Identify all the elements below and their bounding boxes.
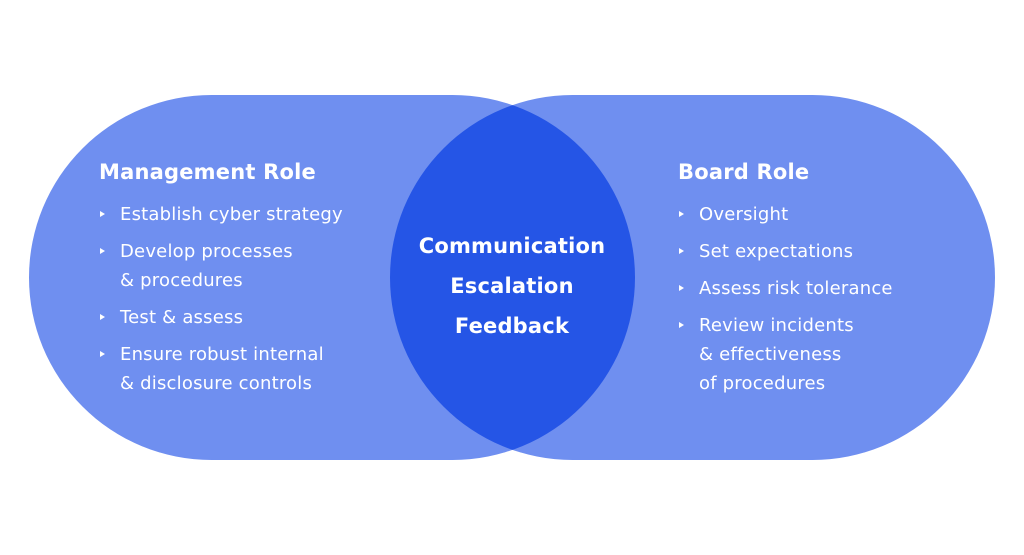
center-word-communication: Communication	[418, 234, 606, 258]
management-role-panel: Management Role Establish cyber strategy…	[99, 160, 343, 406]
center-word-escalation: Escalation	[450, 274, 574, 298]
management-item-text: Ensure robust internal	[120, 344, 324, 365]
board-item-text: Set expectations	[699, 241, 854, 262]
triangle-right-icon	[679, 322, 684, 328]
board-item-text: Oversight	[699, 204, 789, 225]
center-word-feedback: Feedback	[454, 314, 570, 338]
board-list-item: Assess risk tolerance	[678, 274, 893, 303]
board-item-text: & effectiveness	[699, 344, 842, 365]
management-list-item: Ensure robust internal & disclosure contr…	[99, 340, 343, 398]
management-role-title: Management Role	[99, 160, 316, 184]
board-list-item: Review incidents & effectiveness of proced…	[678, 311, 893, 398]
overlap-label-group: Communication Escalation Feedback	[392, 226, 632, 346]
board-list-item: Oversight	[678, 200, 893, 229]
board-item-text: Assess risk tolerance	[699, 278, 893, 299]
board-role-title: Board Role	[678, 160, 810, 184]
triangle-right-icon	[679, 285, 684, 291]
management-item-text: Test & assess	[120, 307, 244, 328]
board-list-item: Set expectations	[678, 237, 893, 266]
management-list-item: Develop processes & procedures	[99, 237, 343, 295]
triangle-right-icon	[100, 211, 105, 217]
management-item-text: & disclosure controls	[120, 373, 313, 394]
overlap-region-shape	[390, 95, 635, 460]
triangle-right-icon	[100, 351, 105, 357]
management-list-item: Establish cyber strategy	[99, 200, 343, 229]
management-item-text: Establish cyber strategy	[120, 204, 343, 225]
triangle-right-icon	[100, 314, 105, 320]
board-item-text: of procedures	[699, 373, 826, 394]
management-item-text: & procedures	[120, 270, 243, 291]
board-item-text: Review incidents	[699, 315, 854, 336]
management-item-text: Develop processes	[120, 241, 293, 262]
triangle-right-icon	[679, 211, 684, 217]
management-list-item: Test & assess	[99, 303, 343, 332]
triangle-right-icon	[100, 248, 105, 254]
triangle-right-icon	[679, 248, 684, 254]
